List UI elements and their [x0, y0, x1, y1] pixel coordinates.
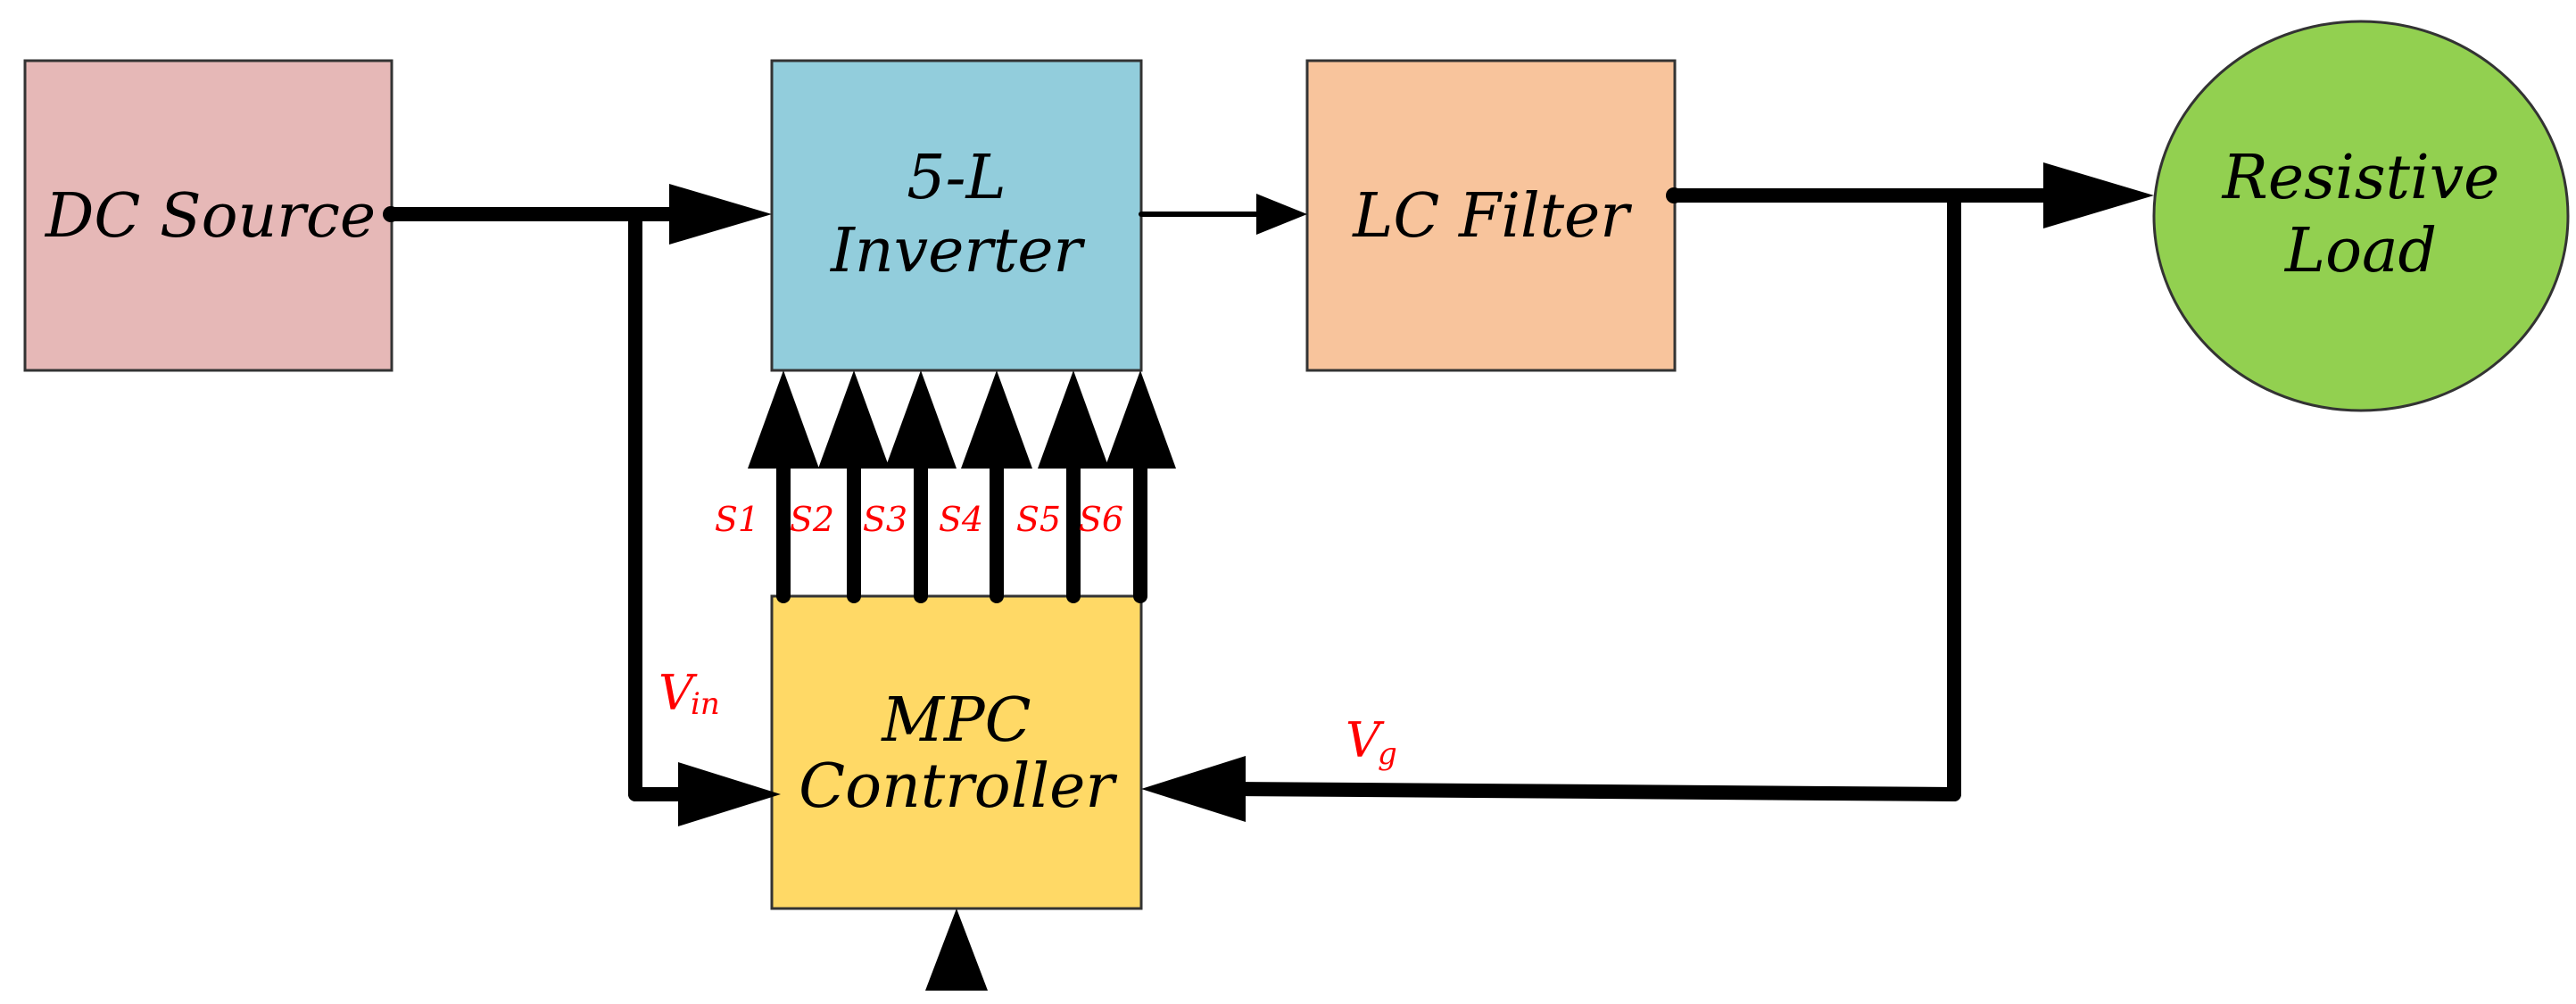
mpc-controller-label-line2: Controller — [799, 751, 1117, 822]
arrowhead-controller-bottom-input — [925, 909, 988, 991]
resistive-load-ellipse — [2152, 20, 2570, 412]
filter-to-load-connection — [1666, 162, 2154, 228]
arrowhead-into-inverter — [669, 184, 772, 245]
switch-arrow-s2 — [818, 370, 890, 603]
switch-signal-labels: S1 S2 S3 S4 S5 S6 — [715, 500, 1123, 539]
mpc-controller-label-line1: MPC — [880, 685, 1031, 756]
vg-label-main: V — [1346, 712, 1385, 768]
switch-arrow-s5-head — [1038, 370, 1109, 469]
vin-label: V in — [658, 665, 720, 722]
inverter-block: 5-L Inverter — [770, 59, 1143, 372]
lc-filter-label: LC Filter — [1351, 181, 1632, 252]
mpc-controller-block: MPC Controller — [770, 594, 1143, 910]
inverter-to-filter-connection — [1139, 194, 1307, 235]
lc-filter-block: LC Filter — [1305, 59, 1677, 372]
switch-label-s3: S3 — [863, 500, 907, 539]
inverter-box — [770, 59, 1143, 372]
switch-arrow-s4 — [961, 370, 1032, 603]
switch-arrow-s6 — [1105, 370, 1176, 603]
switch-label-s1: S1 — [715, 500, 759, 539]
dc-to-inverter-connection — [383, 184, 772, 245]
vg-label: V g — [1346, 712, 1397, 772]
lc-filter-box — [1305, 59, 1677, 372]
switch-arrow-s1-head — [748, 370, 819, 469]
dc-source-block: DC Source — [23, 59, 393, 372]
switch-arrow-s5 — [1038, 370, 1109, 603]
switch-arrow-s4-head — [961, 370, 1032, 469]
inverter-label-line1: 5-L — [907, 143, 1006, 213]
arrowhead-vg-into-controller — [1141, 756, 1246, 822]
resistive-load-block: Resistive Load — [2152, 20, 2570, 412]
arrowhead-vin-into-controller — [678, 762, 781, 826]
vin-label-main: V — [658, 665, 698, 721]
inverter-label-line2: Inverter — [829, 216, 1085, 286]
switch-label-s6: S6 — [1079, 500, 1123, 539]
dc-source-box — [23, 59, 393, 372]
switch-label-s2: S2 — [790, 500, 834, 539]
resistive-load-label-line1: Resistive — [2221, 143, 2500, 213]
arrowhead-into-filter — [1256, 194, 1307, 235]
resistive-load-label-line2: Load — [2283, 216, 2437, 286]
mpc-controller-box — [770, 594, 1143, 910]
switch-label-s4: S4 — [939, 500, 983, 539]
vg-feedback-connection — [1141, 188, 1961, 822]
switch-arrow-s3-head — [885, 370, 957, 469]
switch-signal-arrows — [748, 370, 1176, 603]
vin-label-subscript: in — [691, 686, 720, 722]
switch-arrow-s3 — [885, 370, 957, 603]
vg-horizontal-wire — [1229, 782, 1961, 801]
switch-arrow-s2-head — [818, 370, 890, 469]
switch-arrow-s1 — [748, 370, 819, 603]
vin-feedback-connection — [628, 207, 781, 826]
arrowhead-into-load — [2043, 162, 2154, 228]
vg-label-subscript: g — [1378, 736, 1397, 772]
dc-source-label: DC Source — [44, 181, 376, 252]
switch-label-s5: S5 — [1016, 500, 1061, 539]
switch-arrow-s6-head — [1105, 370, 1176, 469]
